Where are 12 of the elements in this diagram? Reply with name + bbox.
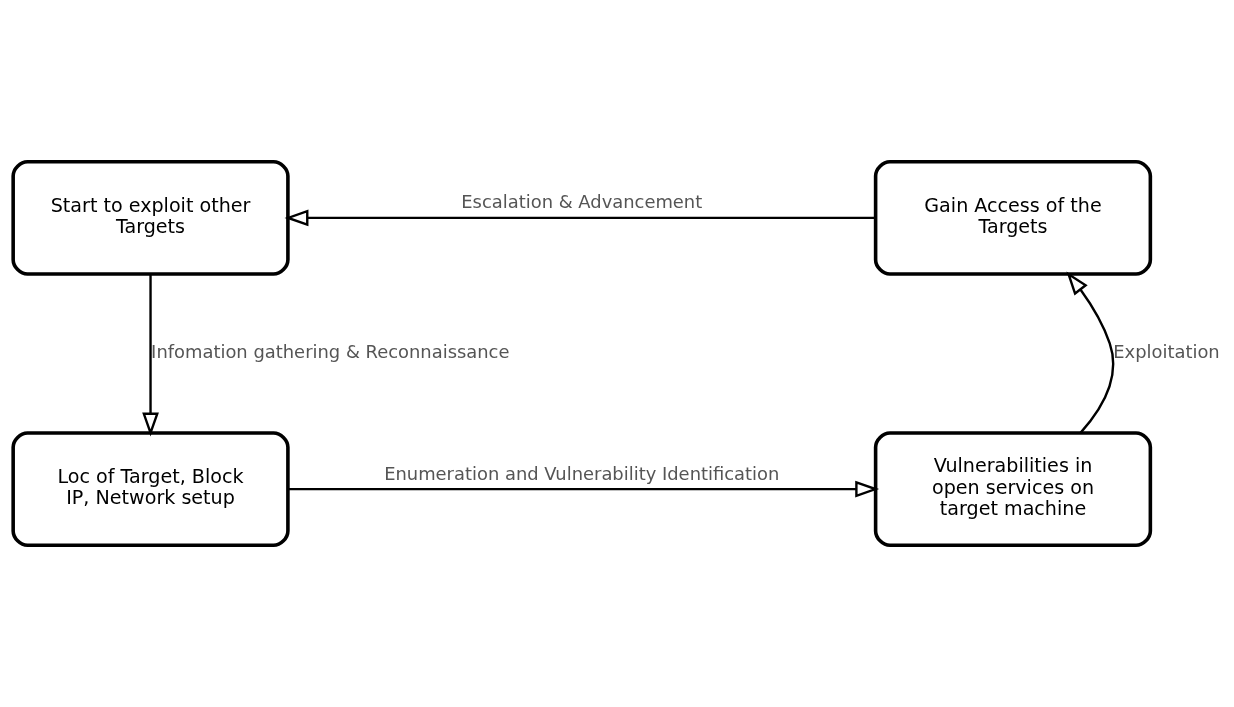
node-box: Vulnerabilities in open services on target machine (873, 431, 1153, 547)
node-box: Start to exploit other Targets (11, 160, 290, 276)
arrow (288, 480, 880, 498)
arrow (1066, 271, 1115, 434)
arrow (142, 274, 159, 437)
arrow (284, 209, 876, 227)
edge-label: Infomation gathering & Reconnaissance (151, 340, 510, 362)
node-box: Loc of Target, Block IP, Network setup (11, 431, 290, 547)
node-box: Gain Access of the Targets (873, 160, 1153, 276)
edge-label: Escalation & Advancement (461, 191, 703, 213)
edge-label: Exploitation (1113, 340, 1220, 362)
edge-label: Enumeration and Vulnerability Identification (384, 462, 780, 484)
